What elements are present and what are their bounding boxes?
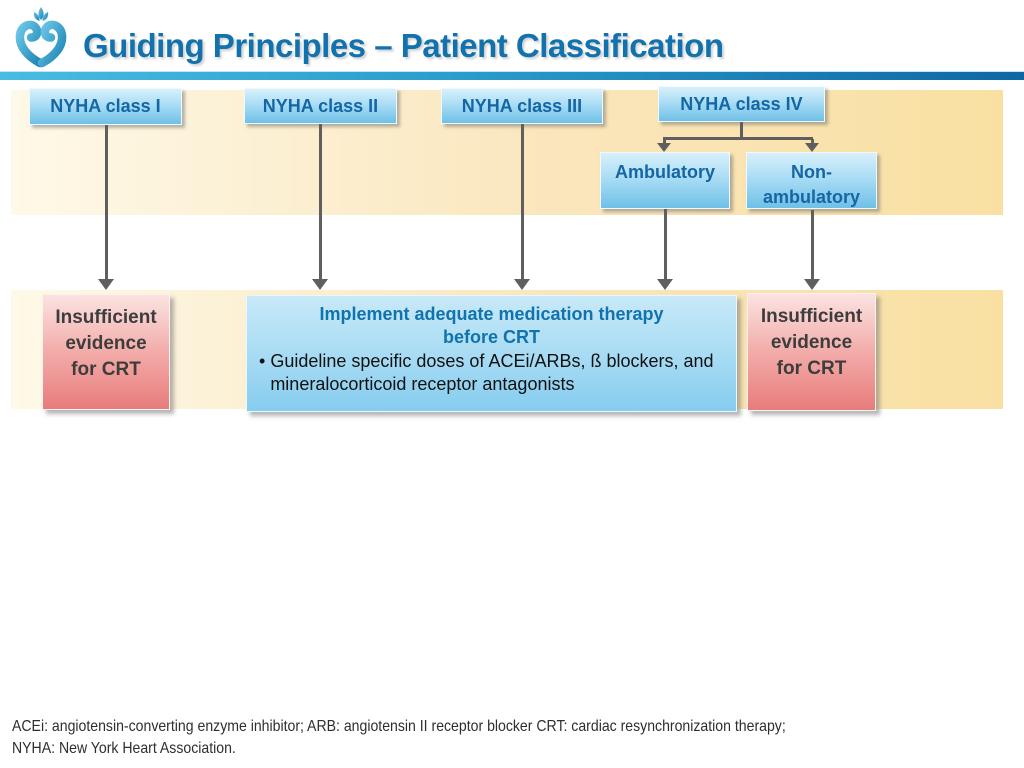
connector-class2-down: [319, 124, 322, 280]
outcome-box-insufficient-right: Insufficient evidence for CRT: [747, 293, 876, 411]
medication-title: Implement adequate medication therapy be…: [319, 304, 664, 347]
arrowhead-to-ambulatory: [657, 143, 671, 152]
connector-class4-stub: [740, 122, 743, 139]
arrowhead-to-non-ambulatory: [805, 143, 819, 152]
subgroup-box-ambulatory: Ambulatory: [600, 152, 730, 209]
footnote: ACEi: angiotensin-converting enzyme inhi…: [12, 716, 786, 760]
arrowhead-class3: [514, 279, 530, 290]
medication-bullet: • Guideline specific doses of ACEi/ARBs,…: [247, 349, 736, 396]
connector-ambulatory-stub: [663, 139, 666, 145]
subgroup-box-non-ambulatory: Non- ambulatory: [746, 152, 877, 209]
arrowhead-non-ambulatory: [804, 279, 820, 290]
nyha-class-4-box: NYHA class IV: [658, 86, 825, 122]
nyha-class-2-box: NYHA class II: [244, 88, 397, 124]
title-underline-bar: [0, 71, 1024, 80]
outcome-box-medication: Implement adequate medication therapy be…: [246, 295, 737, 412]
nyha-class-1-box: NYHA class I: [29, 88, 182, 125]
connector-non-ambulatory-stub: [811, 139, 814, 145]
medication-bullet-text: Guideline specific doses of ACEi/ARBs, ß…: [270, 351, 714, 394]
arrowhead-class1: [98, 279, 114, 290]
connector-ambulatory-down: [664, 209, 667, 280]
footnote-line-1: ACEi: angiotensin-converting enzyme inhi…: [12, 718, 786, 735]
footnote-line-2: NYHA: New York Heart Association.: [12, 740, 236, 757]
bullet-marker: •: [259, 351, 266, 371]
connector-non-ambulatory-down: [811, 210, 814, 280]
connector-class1-down: [105, 125, 108, 280]
outcome-box-insufficient-left: Insufficient evidence for CRT: [42, 294, 170, 410]
heart-flame-logo-icon: [15, 7, 67, 68]
page-title: Guiding Principles – Patient Classificat…: [83, 27, 724, 64]
connector-class3-down: [521, 124, 524, 280]
nyha-class-3-box: NYHA class III: [441, 88, 603, 124]
connector-class4-branch: [663, 137, 813, 140]
arrowhead-ambulatory: [657, 279, 673, 290]
arrowhead-class2: [312, 279, 328, 290]
